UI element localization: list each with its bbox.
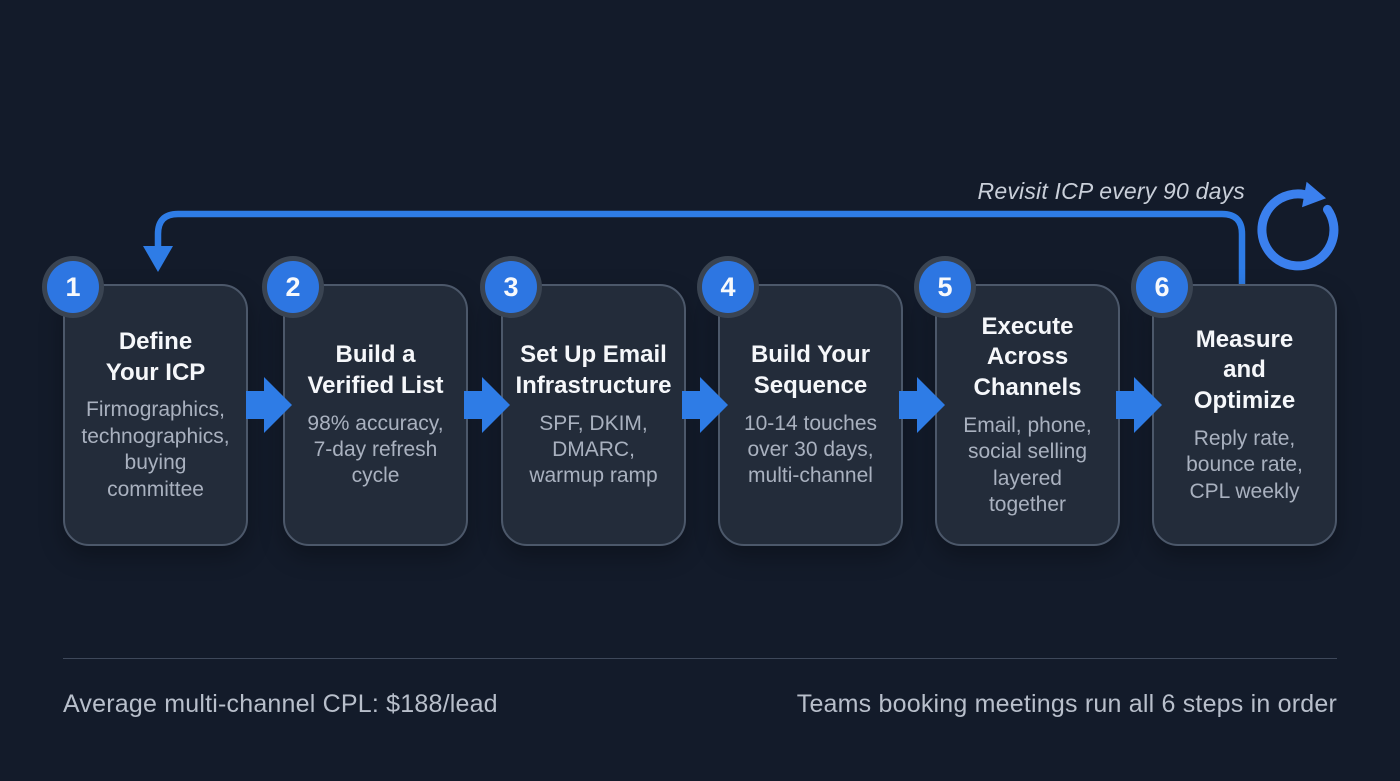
refresh-icon [1257, 181, 1339, 271]
footer-divider [63, 658, 1337, 659]
step-badge: 6 [1136, 261, 1188, 313]
arrow-down-icon [143, 246, 173, 272]
arrow-right-icon [246, 377, 292, 433]
arrow-right-icon [1116, 377, 1162, 433]
step-badge: 2 [267, 261, 319, 313]
step-title: Measure and Optimize [1193, 325, 1296, 415]
step-card-2: 2 Build a Verified List 98% accuracy, 7-… [267, 261, 468, 546]
step-title: Set Up Email Infrastructure [515, 341, 672, 399]
step-title: Execute Across Channels [973, 312, 1082, 401]
step-card-3: 3 Set Up Email Infrastructure SPF, DKIM,… [485, 261, 686, 546]
footer-stat-left: Average multi-channel CPL: $188/lead [63, 690, 498, 718]
step-subtitle: 98% accuracy, 7-day refresh cycle [307, 411, 444, 488]
arrow-right-icon [464, 377, 510, 433]
step-subtitle: Email, phone, social selling layered tog… [963, 413, 1092, 517]
step-title: Build Your Sequence [750, 341, 871, 399]
step-badge: 3 [485, 261, 537, 313]
step-title: Define Your ICP [105, 327, 206, 386]
step-subtitle: Reply rate, bounce rate, CPL weekly [1186, 426, 1303, 503]
step-badge: 1 [47, 261, 99, 313]
step-subtitle: SPF, DKIM, DMARC, warmup ramp [529, 411, 658, 488]
step-card-6: 6 Measure and Optimize Reply rate, bounc… [1136, 261, 1337, 546]
step-badge: 4 [702, 261, 754, 313]
arrow-right-icon [899, 377, 945, 433]
arrow-right-icon [682, 377, 728, 433]
footer-note-right: Teams booking meetings run all 6 steps i… [796, 690, 1337, 718]
step-card-4: 4 Build Your Sequence 10-14 touches over… [702, 261, 903, 546]
step-title: Build a Verified List [307, 341, 444, 399]
step-card-1: 1 Define Your ICP Firmographics, technog… [47, 261, 248, 546]
step-badge: 5 [919, 261, 971, 313]
loop-label: Revisit ICP every 90 days [977, 178, 1245, 204]
step-subtitle: Firmographics, technographics, buying co… [81, 398, 230, 501]
step-subtitle: 10-14 touches over 30 days, multi-channe… [743, 411, 878, 488]
step-card-5: 5 Execute Across Channels Email, phone, … [919, 261, 1120, 546]
